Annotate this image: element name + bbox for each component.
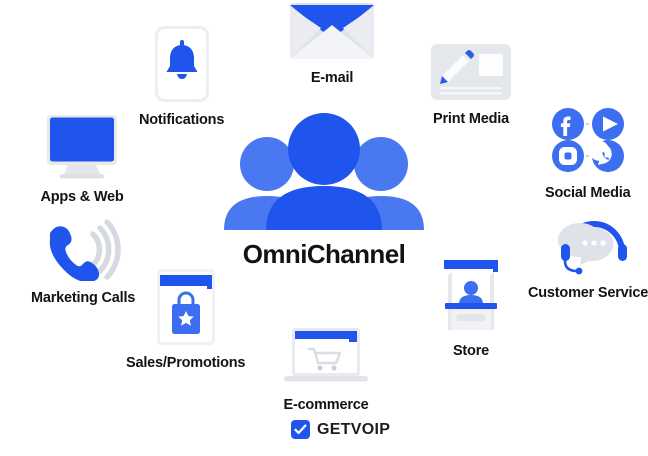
channel-label: Print Media xyxy=(433,111,509,127)
people-group-icon xyxy=(222,112,426,235)
checkmark-badge-icon xyxy=(291,420,310,439)
channel-label: E-commerce xyxy=(283,397,369,413)
brand-wordmark: GETVOIP xyxy=(317,420,391,438)
channel-ecommerce: E-commerce xyxy=(281,326,371,413)
channel-sales-promotions: Sales/Promotions xyxy=(126,268,245,371)
channel-label: Sales/Promotions xyxy=(126,355,246,371)
channel-store: Store xyxy=(440,254,502,359)
center-hub-label: OmniChannel xyxy=(242,239,406,269)
channel-label: Marketing Calls xyxy=(31,290,136,306)
laptop-cart-icon xyxy=(281,326,371,393)
center-hub: OmniChannel xyxy=(216,112,432,267)
youtube-icon xyxy=(591,108,624,140)
shopping-bag-star-icon xyxy=(155,268,217,351)
telephone-waves-icon xyxy=(37,219,129,286)
channel-label: Customer Service xyxy=(528,285,648,301)
channel-label: E-mail xyxy=(310,70,354,86)
channel-label: Apps & Web xyxy=(40,189,124,205)
channel-print-media: Print Media xyxy=(429,42,513,127)
channel-label: Store xyxy=(452,343,490,359)
getvoip-brand: GETVOIP xyxy=(291,420,390,439)
phone-bell-icon xyxy=(153,25,211,108)
channel-social-media: Social Media xyxy=(545,104,631,201)
print-card-pencil-icon xyxy=(429,42,513,107)
market-stall-icon xyxy=(440,254,502,339)
channel-email: E-mail xyxy=(288,1,376,86)
envelope-icon xyxy=(288,1,376,66)
channel-label: Social Media xyxy=(545,185,631,201)
headset-chat-icon xyxy=(556,216,632,281)
desktop-monitor-icon xyxy=(38,114,126,185)
social-network-grid-icon xyxy=(548,104,628,181)
whatsapp-icon xyxy=(588,140,624,172)
channel-label: Notifications xyxy=(139,112,225,128)
instagram-icon xyxy=(551,140,584,172)
channel-apps-web: Apps & Web xyxy=(38,114,126,205)
facebook-icon xyxy=(551,108,584,140)
channel-notifications: Notifications xyxy=(139,25,224,128)
channel-marketing-calls: Marketing Calls xyxy=(31,219,135,306)
channel-customer-service: Customer Service xyxy=(528,216,648,301)
